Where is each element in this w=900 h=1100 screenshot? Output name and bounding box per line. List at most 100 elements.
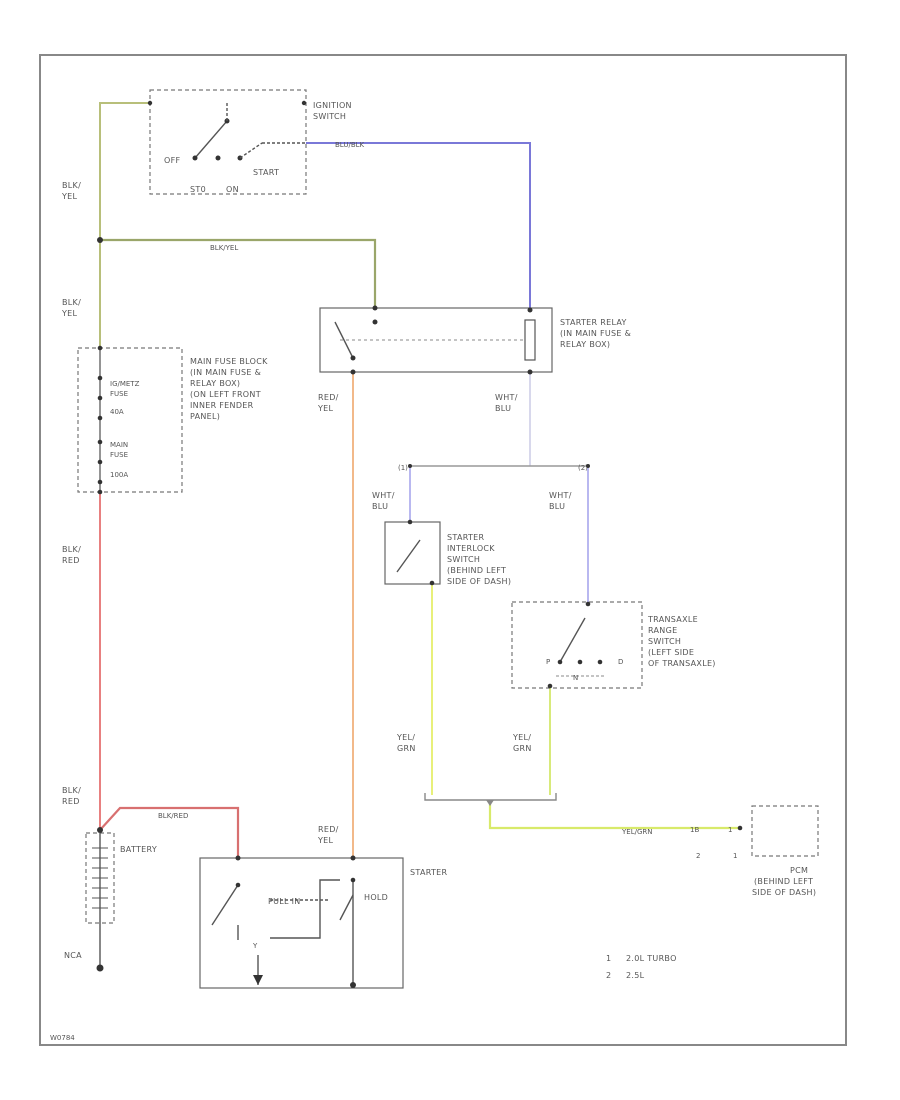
legend: 1 2.0L TURBO 2 2.5L [606, 954, 677, 980]
wl-wht-blu-right-2: BLU [549, 502, 565, 511]
starter-hold: HOLD [364, 893, 388, 902]
pcm-pin-2: 2 [696, 852, 700, 860]
fuse2-line-2: FUSE [110, 451, 128, 459]
wl-blk-red-horiz: BLK/RED [158, 812, 188, 820]
wl-wht-blu-right-1: WHT/ [549, 491, 572, 500]
ignition-switch: OFF START ST0 ON IGNITION SWITCH [147, 89, 352, 195]
pcm-name-1: PCM [790, 866, 808, 875]
relay-name-2: (IN MAIN FUSE & [560, 329, 631, 338]
main-fuse-block: IG/METZ FUSE 40A MAIN FUSE 100A MAIN FUS… [77, 347, 268, 493]
ign-pos-off: OFF [164, 156, 180, 165]
wl-wht-blu-left-1: WHT/ [372, 491, 395, 500]
wl-blu-blk: BLU/BLK [335, 141, 365, 149]
wl-pcm-conn-1: 1B [690, 826, 699, 834]
starter: Y PULL IN HOLD STARTER [199, 855, 448, 989]
wl-blk-yel-horiz: BLK/YEL [210, 244, 238, 252]
legend-text-2: 2.5L [626, 971, 645, 980]
battery-name: BATTERY [120, 845, 157, 854]
wl-yel-grn-pcm: YEL/GRN [621, 828, 652, 836]
legend-text-1: 2.0L TURBO [626, 954, 677, 963]
starter-pull-in: PULL IN [268, 897, 301, 906]
wl-wht-blu-relay-1: WHT/ [495, 393, 518, 402]
legend-num-1: 1 [606, 954, 611, 963]
ign-name-1: IGNITION [313, 101, 352, 110]
trs-pos-p: P [546, 658, 550, 666]
wl-wht-blu-relay-2: BLU [495, 404, 511, 413]
wire-blu-blk [306, 142, 531, 310]
fuse1-line-3: 40A [110, 408, 124, 416]
starter-interlock-switch: STARTER INTERLOCK SWITCH (BEHIND LEFT SI… [384, 519, 511, 586]
pcm-name-2: (BEHIND LEFT [754, 877, 813, 886]
wl-yel-grn-right-2: GRN [513, 744, 532, 753]
starter-name: STARTER [410, 868, 448, 877]
starter-mark: Y [252, 942, 258, 950]
wl-blk-red-lower-2: RED [62, 797, 80, 806]
wl-yel-grn-right-1: YEL/ [512, 733, 531, 742]
interlock-name-4: (BEHIND LEFT [447, 566, 506, 575]
wl-pcm-conn-2: 1 [728, 826, 732, 834]
fuse1-line-2: FUSE [110, 390, 128, 398]
wl-yel-grn-left-2: GRN [397, 744, 416, 753]
wl-splice-left: (1) [398, 464, 408, 472]
trs-name-4: (LEFT SIDE [648, 648, 694, 657]
wl-blk-red-vert-1: BLK/ [62, 545, 81, 554]
mfb-name-1: MAIN FUSE BLOCK [190, 357, 268, 366]
trs-name-5: OF TRANSAXLE) [648, 659, 716, 668]
interlock-name-5: SIDE OF DASH) [447, 577, 511, 586]
wl-red-yel-upper-1: RED/ [318, 393, 339, 402]
mfb-name-6: PANEL) [190, 412, 220, 421]
wl-yel-grn-left-1: YEL/ [396, 733, 415, 742]
pcm-pin-1: 1 [733, 852, 737, 860]
mfb-name-2: (IN MAIN FUSE & [190, 368, 261, 377]
battery: BATTERY NCA [64, 827, 157, 972]
fuse2-line-3: 100A [110, 471, 128, 479]
wires [99, 102, 740, 858]
diagram-id: W0784 [50, 1034, 75, 1042]
wire-labels: BLK/ YEL BLK/ YEL BLK/YEL BLU/BLK RED/ Y… [61, 141, 732, 845]
wl-red-yel-lower-1: RED/ [318, 825, 339, 834]
interlock-name-1: STARTER [447, 533, 485, 542]
mfb-name-3: RELAY BOX) [190, 379, 240, 388]
junction-dots [97, 237, 590, 495]
trs-pos-n: N [573, 674, 578, 682]
trs-name-3: SWITCH [648, 637, 681, 646]
ign-pos-start: START [253, 168, 279, 177]
mfb-name-5: INNER FENDER [190, 401, 254, 410]
ign-pos-on: ON [226, 185, 239, 194]
wl-blk-red-vert-2: RED [62, 556, 80, 565]
wire-yel-grn-pcm [488, 800, 740, 830]
wl-blk-yel-mid-1: BLK/ [62, 298, 81, 307]
wl-blk-yel-top-2: YEL [61, 192, 78, 201]
relay-name-3: RELAY BOX) [560, 340, 610, 349]
ign-pos-st0: ST0 [190, 185, 206, 194]
wl-red-yel-upper-2: YEL [317, 404, 334, 413]
pcm: 2 1 PCM (BEHIND LEFT SIDE OF DASH) [696, 805, 819, 897]
pcm-name-3: SIDE OF DASH) [752, 888, 816, 897]
wl-red-yel-lower-2: YEL [317, 836, 334, 845]
wl-blk-red-lower-1: BLK/ [62, 786, 81, 795]
interlock-name-3: SWITCH [447, 555, 480, 564]
wire-blk-red-horiz [99, 806, 240, 858]
wire-blk-yel-horiz [100, 238, 377, 308]
trs-name-1: TRANSAXLE [647, 615, 698, 624]
trs-name-2: RANGE [648, 626, 677, 635]
ign-name-2: SWITCH [313, 112, 346, 121]
starter-relay: STARTER RELAY (IN MAIN FUSE & RELAY BOX) [319, 305, 631, 375]
legend-num-2: 2 [606, 971, 611, 980]
wl-blk-yel-mid-2: YEL [61, 309, 78, 318]
fuse1-line-1: IG/METZ [110, 380, 140, 388]
wl-blk-yel-top-1: BLK/ [62, 181, 81, 190]
transaxle-range-switch: P N D TRANSAXLE RANGE SWITCH (LEFT SIDE … [511, 601, 716, 689]
wl-splice-right: (2) [578, 464, 588, 472]
interlock-name-2: INTERLOCK [447, 544, 495, 553]
wl-wht-blu-left-2: BLU [372, 502, 388, 511]
wire-blk-yel-top [99, 102, 150, 240]
relay-name-1: STARTER RELAY [560, 318, 627, 327]
trs-pos-d: D [618, 658, 623, 666]
splice-bar [424, 793, 557, 806]
fuse2-line-1: MAIN [110, 441, 128, 449]
diagram-frame [39, 54, 847, 1046]
battery-ground: NCA [64, 951, 82, 960]
mfb-name-4: (ON LEFT FRONT [190, 390, 261, 399]
